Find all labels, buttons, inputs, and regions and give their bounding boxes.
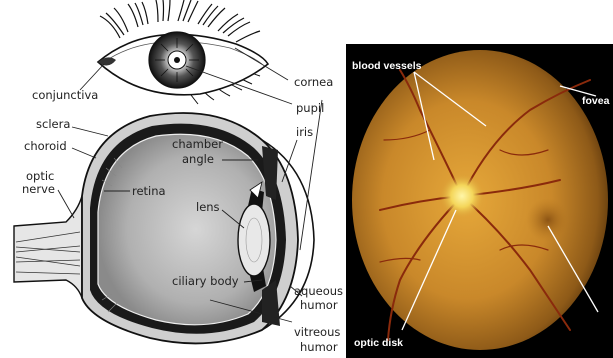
label-sclera: sclera xyxy=(36,117,70,131)
label-iris: iris xyxy=(296,125,313,139)
label-fovea: fovea xyxy=(582,95,610,107)
label-vitreous-humor: humor xyxy=(300,340,338,354)
external-eye xyxy=(98,0,268,104)
lens xyxy=(238,204,270,276)
label-optic: optic xyxy=(26,169,54,183)
label-optic-disk: optic disk xyxy=(354,337,403,349)
label-lens: lens xyxy=(196,200,220,214)
label-pupil: pupil xyxy=(296,101,324,115)
label-ciliary-body: ciliary body xyxy=(172,274,239,288)
fundus-photo xyxy=(346,44,613,358)
label-vitreous: vitreous xyxy=(294,325,340,339)
label-angle: angle xyxy=(182,152,214,166)
label-cornea: cornea xyxy=(294,75,333,89)
label-conjunctiva: conjunctiva xyxy=(32,88,98,102)
label-choroid: choroid xyxy=(24,139,67,153)
label-blood-vessels: blood vessels xyxy=(352,60,422,72)
fovea xyxy=(526,198,570,242)
label-retina: retina xyxy=(132,184,166,198)
label-chamber: chamber xyxy=(172,137,223,151)
label-aqueous: aqueous xyxy=(294,284,343,298)
label-aqueous-humor: humor xyxy=(300,298,338,312)
label-nerve: nerve xyxy=(22,182,55,196)
optic-disk xyxy=(440,174,484,218)
